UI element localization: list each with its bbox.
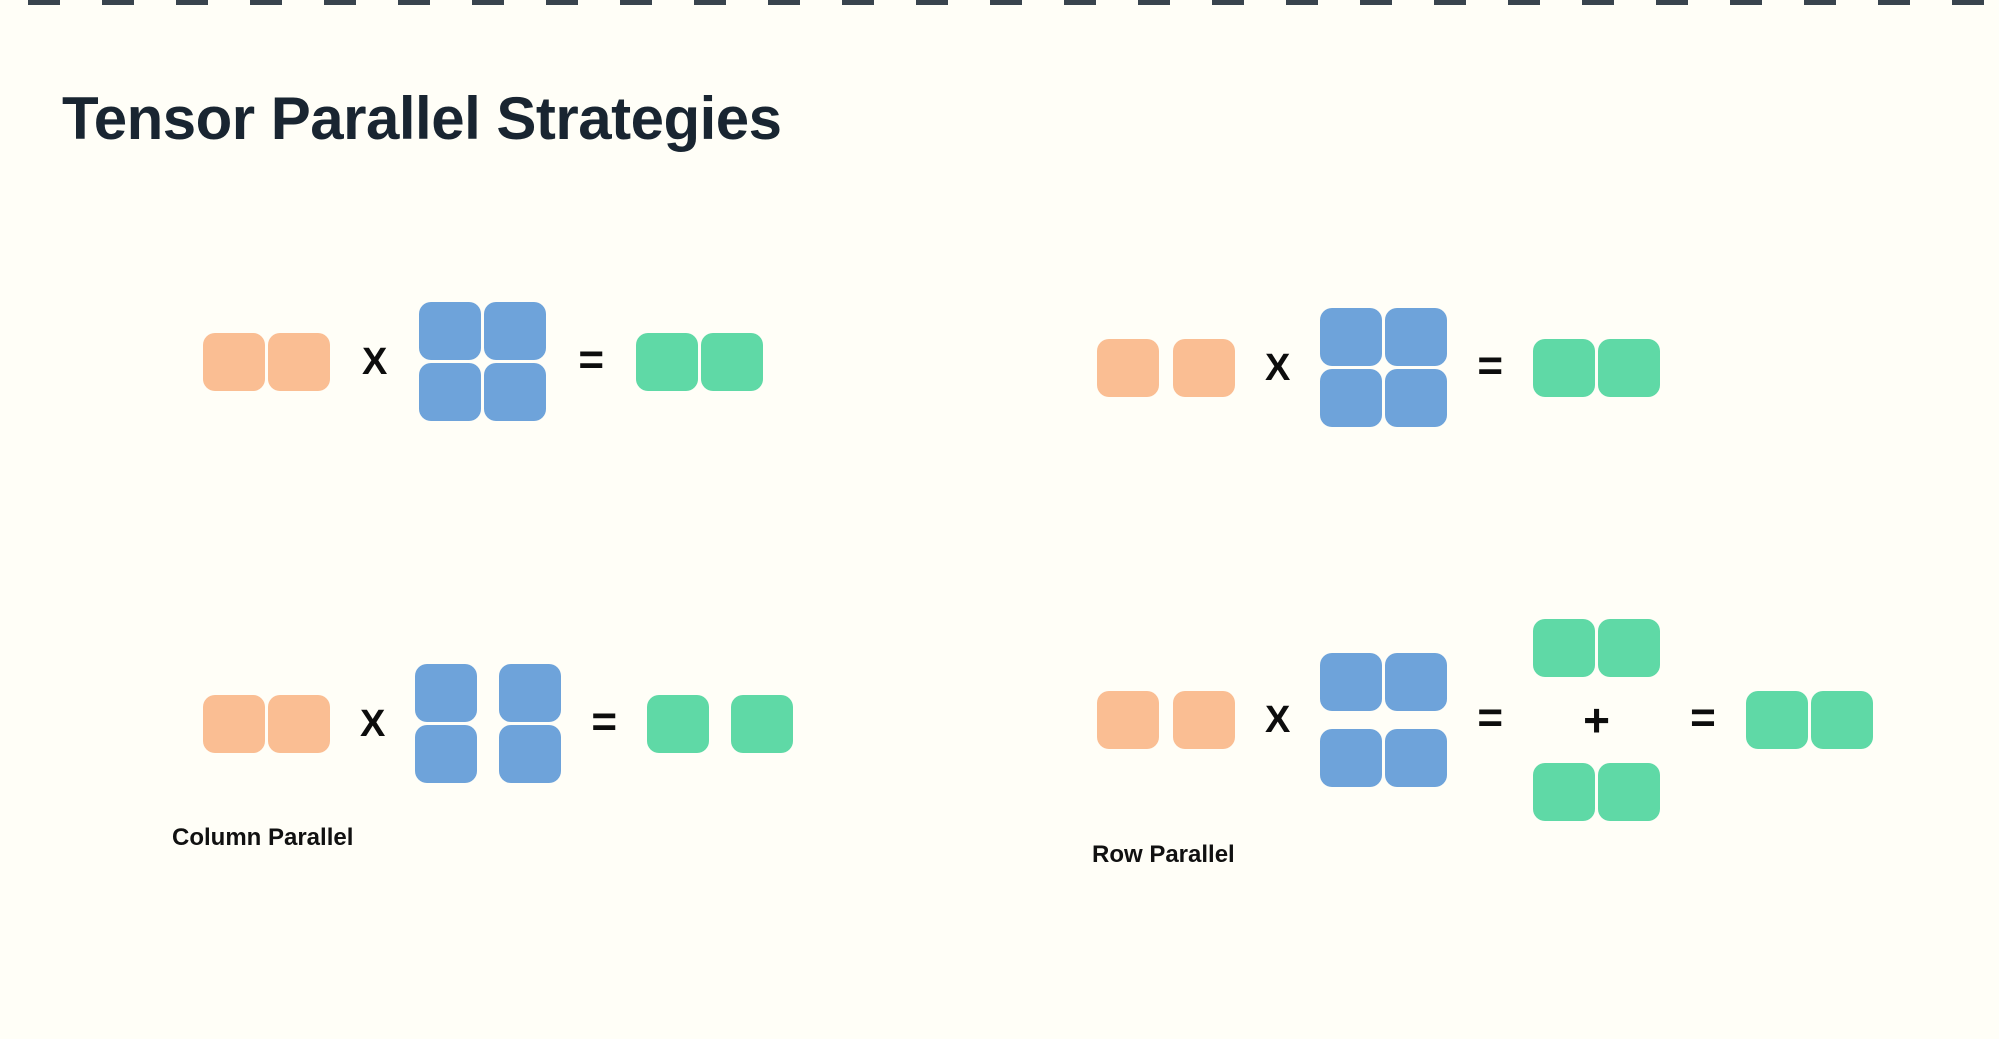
equals-operator: = xyxy=(578,334,605,384)
weight-block xyxy=(499,664,562,722)
multiply-operator: X xyxy=(1265,699,1291,741)
output-block xyxy=(1598,763,1661,821)
matrix-output xyxy=(1533,763,1661,821)
input-block xyxy=(203,694,265,753)
column-parallel-label: Column Parallel xyxy=(172,824,354,851)
output-block xyxy=(1810,691,1873,749)
matrix-weight xyxy=(419,302,547,421)
diagram-column-parallel: X= xyxy=(203,664,794,783)
weight-block xyxy=(1385,729,1448,787)
diagram-baseline-left: X= xyxy=(203,300,764,423)
plus-operator: + xyxy=(1583,694,1610,746)
top-edge-ticks xyxy=(28,0,1999,5)
matrix-row xyxy=(419,302,547,360)
equals-operator: = xyxy=(1477,340,1504,390)
row-parallel-label: Row Parallel xyxy=(1092,841,1235,868)
diagram-baseline-right: X= xyxy=(1097,306,1661,429)
matrix-input xyxy=(1097,691,1235,749)
matrix-input xyxy=(1097,338,1235,397)
input-block xyxy=(268,694,330,753)
weight-block xyxy=(484,302,547,360)
matrix-row xyxy=(419,363,547,421)
output-block xyxy=(1598,338,1661,397)
input-block xyxy=(268,332,330,391)
matrix-output xyxy=(647,694,794,753)
matrix-output xyxy=(636,332,764,391)
input-block xyxy=(1173,691,1235,749)
output-block xyxy=(1533,338,1596,397)
weight-block xyxy=(1385,369,1448,427)
matrix-row xyxy=(1097,691,1235,749)
matrix-row xyxy=(1320,653,1448,711)
matrix-row xyxy=(415,664,562,722)
weight-block xyxy=(419,363,482,421)
output-block xyxy=(647,694,710,753)
matrix-row xyxy=(415,725,562,783)
matrix-row xyxy=(1320,308,1448,366)
weight-block xyxy=(1320,369,1383,427)
equals-operator: = xyxy=(1690,693,1716,742)
equals-operator: = xyxy=(1477,693,1504,742)
matrix-weight xyxy=(415,664,562,783)
multiply-operator: X xyxy=(1265,346,1291,389)
matrix-row xyxy=(1320,369,1448,427)
weight-block xyxy=(415,664,478,722)
matrix-input xyxy=(203,332,330,391)
output-block xyxy=(1533,619,1596,677)
output-block xyxy=(1745,691,1808,749)
weight-block xyxy=(419,302,482,360)
output-block xyxy=(701,332,764,391)
matrix-row xyxy=(1745,691,1873,749)
matrix-input xyxy=(203,694,330,753)
matrix-output xyxy=(1533,338,1661,397)
weight-block xyxy=(1320,653,1383,711)
equals-operator: = xyxy=(591,696,618,746)
input-block xyxy=(1097,691,1159,749)
input-block xyxy=(1097,338,1159,397)
weight-block xyxy=(484,363,547,421)
page-title: Tensor Parallel Strategies xyxy=(62,85,782,153)
input-block xyxy=(1173,338,1235,397)
weight-block xyxy=(1320,729,1383,787)
weight-block xyxy=(499,725,562,783)
output-block xyxy=(731,694,794,753)
diagram-row-parallel: X = + = xyxy=(1097,619,1873,821)
matrix-output xyxy=(1533,619,1661,677)
weight-block xyxy=(415,725,478,783)
matrix-row xyxy=(1533,763,1661,821)
weight-block xyxy=(1385,308,1448,366)
output-block xyxy=(636,332,699,391)
multiply-operator: X xyxy=(360,702,386,745)
matrix-row xyxy=(203,332,330,391)
weight-block xyxy=(1385,653,1448,711)
partial-sum-stack: + xyxy=(1533,619,1661,821)
output-block xyxy=(1598,619,1661,677)
matrix-output xyxy=(1745,691,1873,749)
matrix-row xyxy=(1320,729,1448,787)
weight-block xyxy=(1320,308,1383,366)
matrix-weight xyxy=(1320,308,1448,427)
multiply-operator: X xyxy=(362,340,388,383)
matrix-weight xyxy=(1320,653,1448,787)
output-block xyxy=(1533,763,1596,821)
input-block xyxy=(203,332,265,391)
matrix-row xyxy=(1097,338,1235,397)
matrix-row xyxy=(1533,619,1661,677)
matrix-row xyxy=(1533,338,1661,397)
matrix-row xyxy=(647,694,794,753)
matrix-row xyxy=(636,332,764,391)
matrix-row xyxy=(203,694,330,753)
